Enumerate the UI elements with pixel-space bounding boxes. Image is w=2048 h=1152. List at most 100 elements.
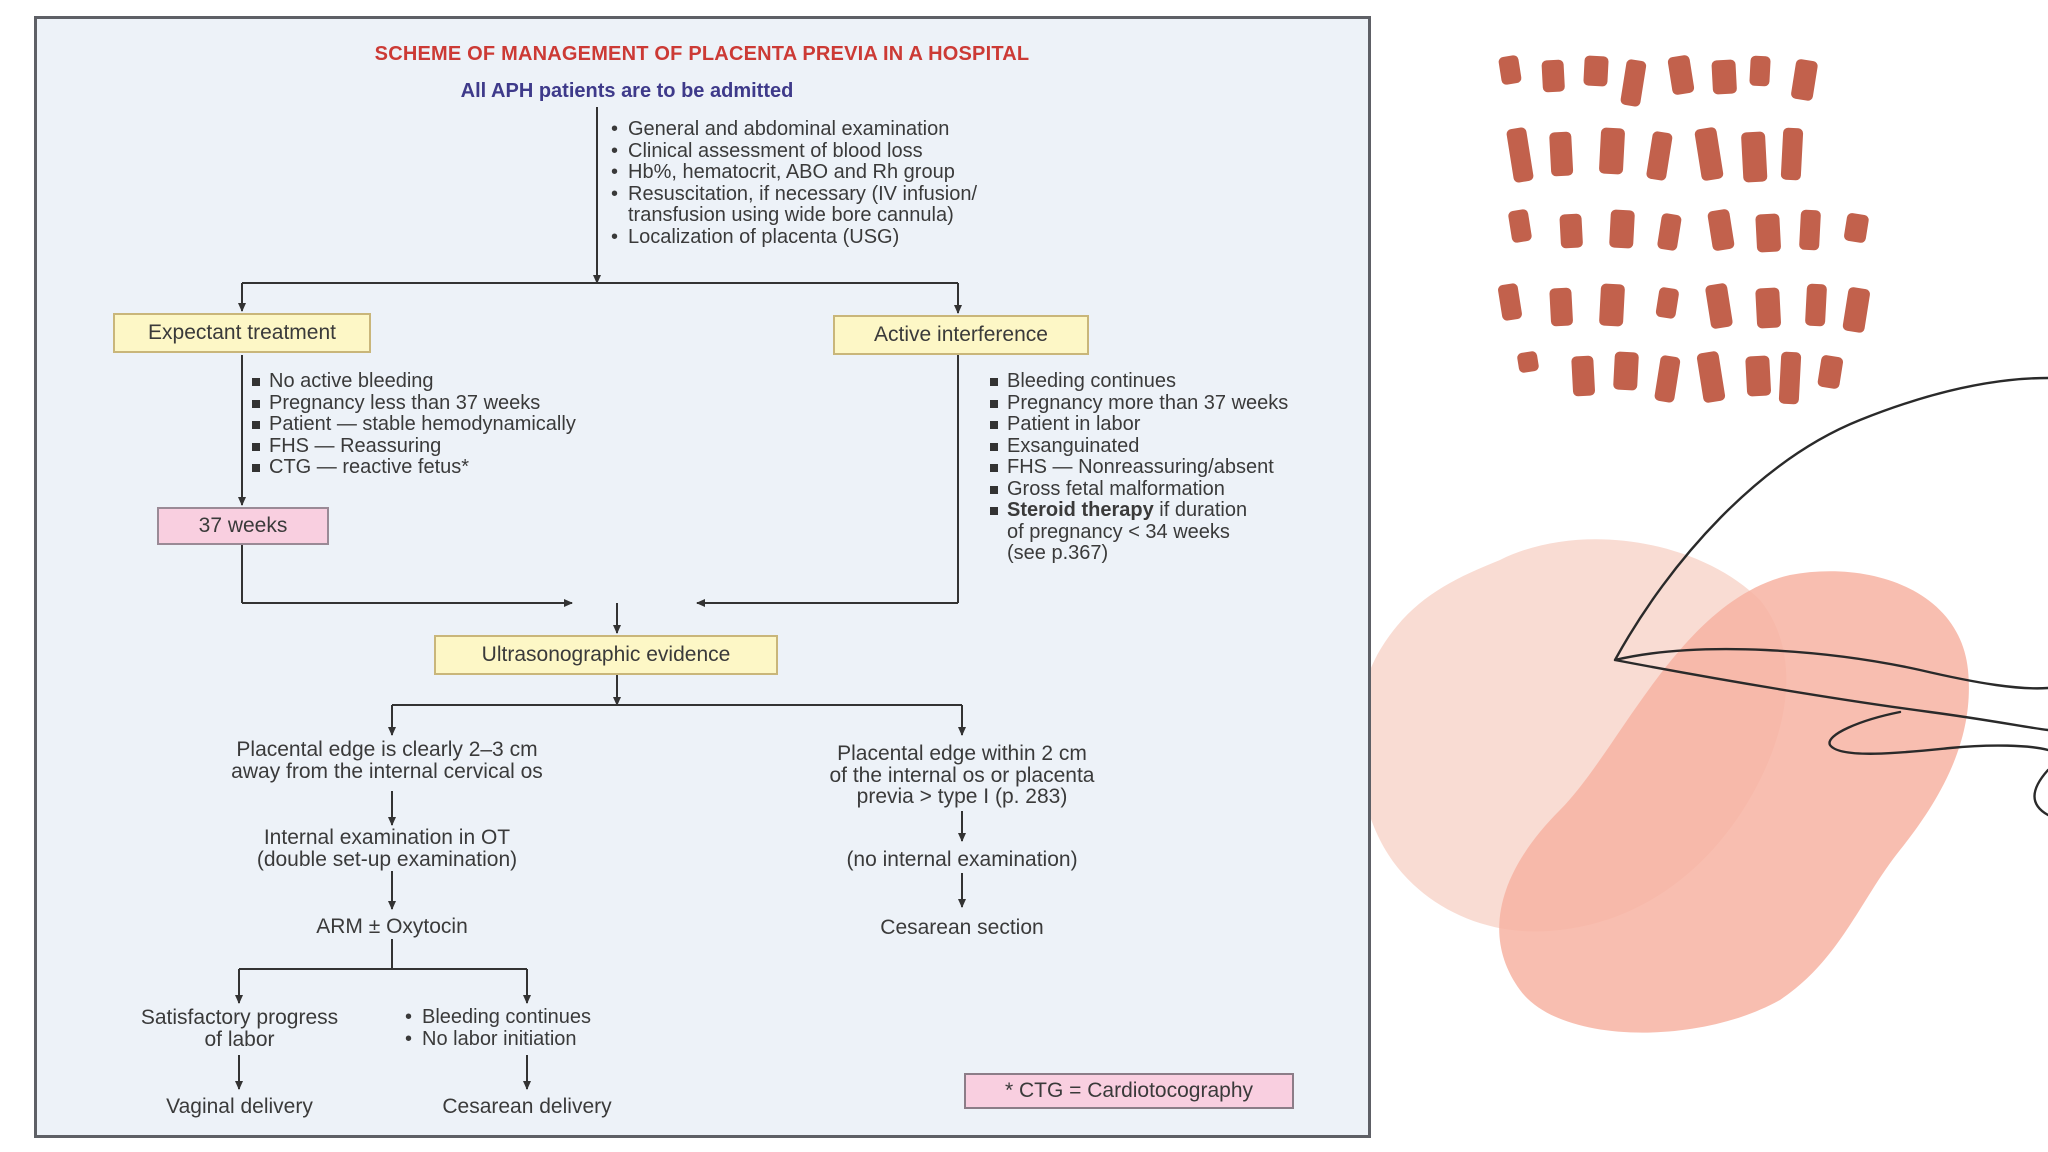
- terracotta-dash: [1646, 131, 1673, 181]
- active-criterion: Pregnancy more than 37 weeks: [987, 392, 1288, 415]
- left-condition-line2: away from the internal cervical os: [231, 759, 543, 783]
- initial-step-continuation-text: transfusion using wide bore cannula): [628, 204, 954, 226]
- active-criteria-list: Bleeding continues Pregnancy more than 3…: [987, 370, 1288, 565]
- terracotta-dash-pattern: [1498, 55, 1870, 405]
- steroid-continuation: (see p.367): [987, 542, 1288, 565]
- terracotta-dash: [1506, 127, 1534, 183]
- initial-step: Localization of placenta (USG): [608, 226, 977, 249]
- satisfactory-line1: Satisfactory progress: [140, 1006, 339, 1029]
- terracotta-dash: [1571, 355, 1595, 397]
- cesarean-section-text: Cesarean section: [880, 916, 1044, 939]
- active-criterion: Exsanguinated: [987, 435, 1288, 458]
- terracotta-dash: [1559, 213, 1583, 249]
- terracotta-dash: [1549, 287, 1573, 327]
- satisfactory-line2: of labor: [204, 1027, 275, 1051]
- leaf-outline: [1613, 376, 2048, 817]
- ctg-footnote-label: * CTG = Cardiotocography: [1004, 1079, 1254, 1102]
- terracotta-dash: [1498, 283, 1522, 321]
- diagram-title: SCHEME OF MANAGEMENT OF PLACENTA PREVIA …: [374, 43, 1030, 65]
- terracotta-dash: [1711, 59, 1737, 95]
- left-condition-text: Placental edge is clearly 2–3 cm away fr…: [197, 739, 577, 782]
- flowchart-panel: SCHEME OF MANAGEMENT OF PLACENTA PREVIA …: [34, 16, 1371, 1138]
- expectant-criterion: No active bleeding: [249, 370, 576, 393]
- terracotta-dash: [1755, 287, 1781, 329]
- terracotta-dash: [1778, 351, 1802, 405]
- terracotta-dash: [1780, 127, 1804, 181]
- peach-blob: [1499, 571, 1969, 1033]
- terracotta-dash: [1620, 59, 1647, 107]
- initial-step-continuation: transfusion using wide bore cannula): [608, 204, 977, 227]
- internal-exam-line2: (double set-up examination): [256, 847, 518, 871]
- terracotta-dash: [1749, 55, 1771, 87]
- initial-step: General and abdominal examination: [608, 118, 977, 141]
- terracotta-dash: [1707, 209, 1735, 251]
- initial-step: Clinical assessment of blood loss: [608, 140, 977, 163]
- right-condition-line1: Placental edge within 2 cm: [837, 742, 1087, 765]
- active-criterion: FHS — Nonreassuring/absent: [987, 456, 1288, 479]
- terracotta-dash: [1609, 209, 1635, 249]
- terracotta-dash: [1599, 283, 1625, 327]
- terracotta-dash: [1508, 209, 1532, 243]
- right-condition-text: Placental edge within 2 cm of the intern…: [787, 743, 1137, 808]
- terracotta-dash: [1657, 213, 1682, 251]
- terracotta-dash: [1694, 127, 1724, 181]
- expectant-criterion: Patient — stable hemodynamically: [249, 413, 576, 436]
- ctg-footnote-box: * CTG = Cardiotocography: [964, 1073, 1294, 1109]
- active-interference-box: Active interference: [833, 315, 1089, 355]
- cesarean-delivery-text: Cesarean delivery: [442, 1095, 612, 1118]
- steroid-continuation: of pregnancy < 34 weeks: [987, 521, 1288, 544]
- terracotta-dash: [1755, 213, 1781, 253]
- right-condition-line2: of the internal os or placenta: [829, 763, 1095, 787]
- left-condition-line1: Placental edge is clearly 2–3 cm: [236, 738, 538, 761]
- terracotta-dash: [1498, 55, 1522, 85]
- active-criterion: Patient in labor: [987, 413, 1288, 436]
- failure-item: Bleeding continues: [402, 1006, 591, 1029]
- terracotta-dash: [1844, 213, 1869, 243]
- vaginal-delivery-text: Vaginal delivery: [166, 1095, 313, 1118]
- failure-item: No labor initiation: [402, 1028, 591, 1051]
- internal-exam-line1: Internal examination in OT: [263, 826, 511, 849]
- terracotta-dash: [1667, 55, 1695, 95]
- terracotta-dash: [1541, 59, 1565, 93]
- terracotta-dash: [1696, 351, 1726, 403]
- arm-oxytocin-text: ARM ± Oxytocin: [316, 915, 468, 938]
- terracotta-dash: [1741, 131, 1768, 183]
- expectant-treatment-box: Expectant treatment: [113, 313, 371, 353]
- expectant-criterion: Pregnancy less than 37 weeks: [249, 392, 576, 415]
- terracotta-dash: [1517, 351, 1539, 373]
- ultrasonographic-evidence-label: Ultrasonographic evidence: [481, 643, 731, 666]
- terracotta-dash: [1805, 283, 1827, 327]
- expectant-treatment-label: Expectant treatment: [148, 321, 336, 344]
- active-criterion: Bleeding continues: [987, 370, 1288, 393]
- diagram-subtitle: All APH patients are to be admitted: [460, 80, 794, 102]
- terracotta-dash: [1583, 55, 1609, 87]
- no-internal-exam-text: (no internal examination): [846, 848, 1078, 871]
- right-condition-line3: previa > type I (p. 283): [856, 785, 1068, 808]
- terracotta-dash: [1654, 355, 1681, 403]
- expectant-criterion: CTG — reactive fetus*: [249, 456, 576, 479]
- expectant-criterion: FHS — Reassuring: [249, 435, 576, 458]
- terracotta-dash: [1705, 283, 1733, 329]
- initial-step: Hb%, hematocrit, ABO and Rh group: [608, 161, 977, 184]
- connector-lines: [235, 107, 966, 1090]
- terracotta-dash: [1655, 287, 1679, 319]
- initial-step: Resuscitation, if necessary (IV infusion…: [608, 183, 977, 206]
- terracotta-dash: [1817, 355, 1844, 389]
- terracotta-dash: [1599, 127, 1625, 175]
- terracotta-dash: [1799, 209, 1821, 251]
- steroid-rest-text: if duration: [1153, 499, 1248, 521]
- steroid-bold-text: Steroid therapy: [1007, 499, 1154, 521]
- expectant-criteria-list: No active bleeding Pregnancy less than 3…: [249, 370, 576, 479]
- active-criterion: Gross fetal malformation: [987, 478, 1288, 501]
- ultrasonographic-evidence-box: Ultrasonographic evidence: [434, 635, 778, 675]
- steroid-criterion: Steroid therapy if duration: [987, 499, 1288, 522]
- terracotta-dash: [1791, 59, 1818, 101]
- internal-exam-text: Internal examination in OT (double set-u…: [227, 827, 547, 870]
- 37-weeks-box: 37 weeks: [157, 507, 329, 545]
- terracotta-dash: [1549, 131, 1574, 177]
- steroid-line3: (see p.367): [1007, 542, 1109, 564]
- satisfactory-progress-text: Satisfactory progress of labor: [117, 1007, 362, 1050]
- terracotta-dash: [1842, 287, 1870, 333]
- initial-steps-list: General and abdominal examination Clinic…: [608, 118, 977, 249]
